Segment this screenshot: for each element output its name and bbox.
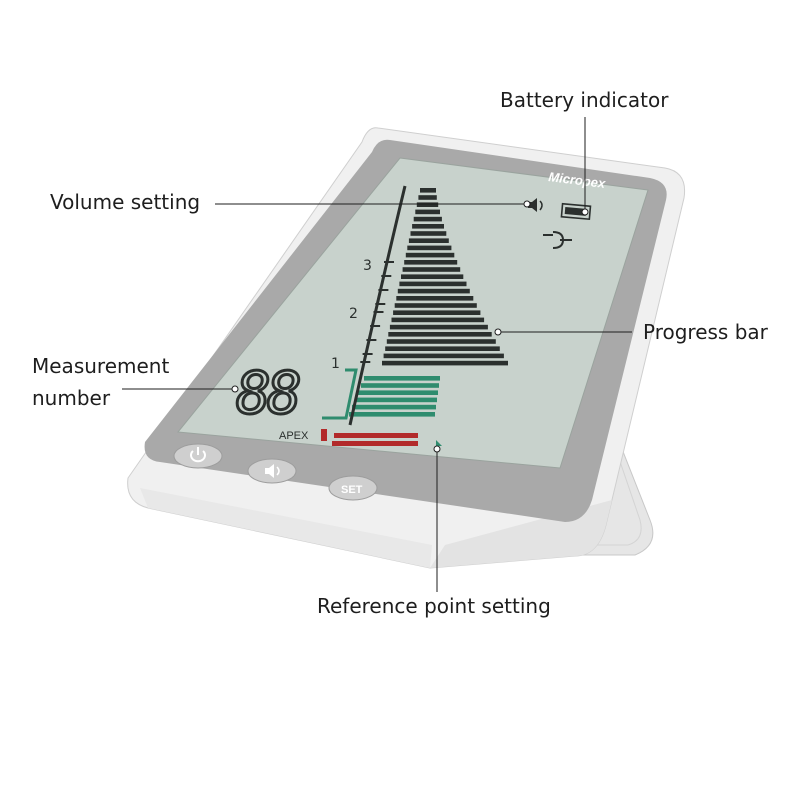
progress-segment-green [349, 412, 435, 417]
progress-segment [404, 260, 458, 265]
apex-marker [321, 429, 327, 441]
progress-segment [408, 238, 449, 243]
progress-segment [412, 224, 444, 229]
apex-label: APEX [279, 430, 309, 442]
apex-segment [334, 433, 418, 438]
scale-mark-1: 1 [331, 356, 340, 372]
progress-segment [402, 267, 461, 272]
progress-segment [413, 216, 442, 222]
progress-segment-green [352, 404, 436, 410]
measurement-number-label-line2: number [32, 386, 111, 410]
progress-segment [415, 209, 440, 215]
progress-segment [394, 303, 477, 308]
progress-bar-green [349, 376, 440, 417]
progress-segment [410, 231, 447, 236]
power-icon [190, 447, 206, 463]
progress-bar [382, 188, 508, 366]
progress-segment [393, 310, 481, 315]
volume-setting-label: Volume setting [50, 190, 201, 214]
reference-point-marker [436, 440, 442, 446]
progress-segment [420, 188, 436, 193]
progress-segment [388, 332, 492, 337]
brand-logo: Micropex [548, 169, 607, 191]
scale-mark-3: 3 [363, 258, 372, 274]
progress-segment [396, 296, 474, 301]
progress-segment [386, 339, 496, 344]
progress-segment [383, 353, 504, 359]
progress-segment-green [364, 376, 440, 381]
scale-mark-2: 2 [349, 306, 358, 322]
progress-segment [389, 324, 488, 330]
file-clip-icon [543, 231, 572, 249]
apex-bar [332, 433, 418, 446]
progress-segment [399, 281, 467, 287]
volume-button[interactable] [247, 458, 297, 484]
callout-lines [122, 117, 632, 592]
set-button[interactable]: SET [328, 475, 378, 501]
progress-segment [416, 202, 439, 207]
progress-segment [407, 245, 452, 251]
measurement-number-label-line1: Measurement [32, 354, 170, 378]
power-button[interactable] [173, 443, 223, 469]
battery-indicator-label: Battery indicator [500, 88, 669, 112]
measurement-number: 88 [236, 359, 299, 427]
speaker-indicator-icon [528, 198, 543, 212]
progress-segment [405, 252, 455, 258]
progress-segment [397, 288, 470, 294]
progress-segment [385, 346, 500, 351]
battery-icon [560, 202, 592, 221]
progress-segment [401, 274, 464, 279]
progress-segment-green [358, 390, 438, 395]
progress-segment [418, 195, 437, 200]
progress-segment [382, 360, 508, 366]
speaker-icon [265, 464, 280, 478]
green-bracket [322, 368, 358, 420]
progress-segment-green [355, 397, 437, 403]
progress-bar-label: Progress bar [643, 320, 768, 344]
scale-ruler: 3 2 1 [322, 185, 407, 426]
progress-segment-green [361, 383, 439, 388]
reference-point-setting-label: Reference point setting [317, 594, 551, 618]
set-button-label: SET [341, 484, 363, 496]
apex-segment [332, 441, 418, 446]
progress-segment [391, 317, 485, 323]
